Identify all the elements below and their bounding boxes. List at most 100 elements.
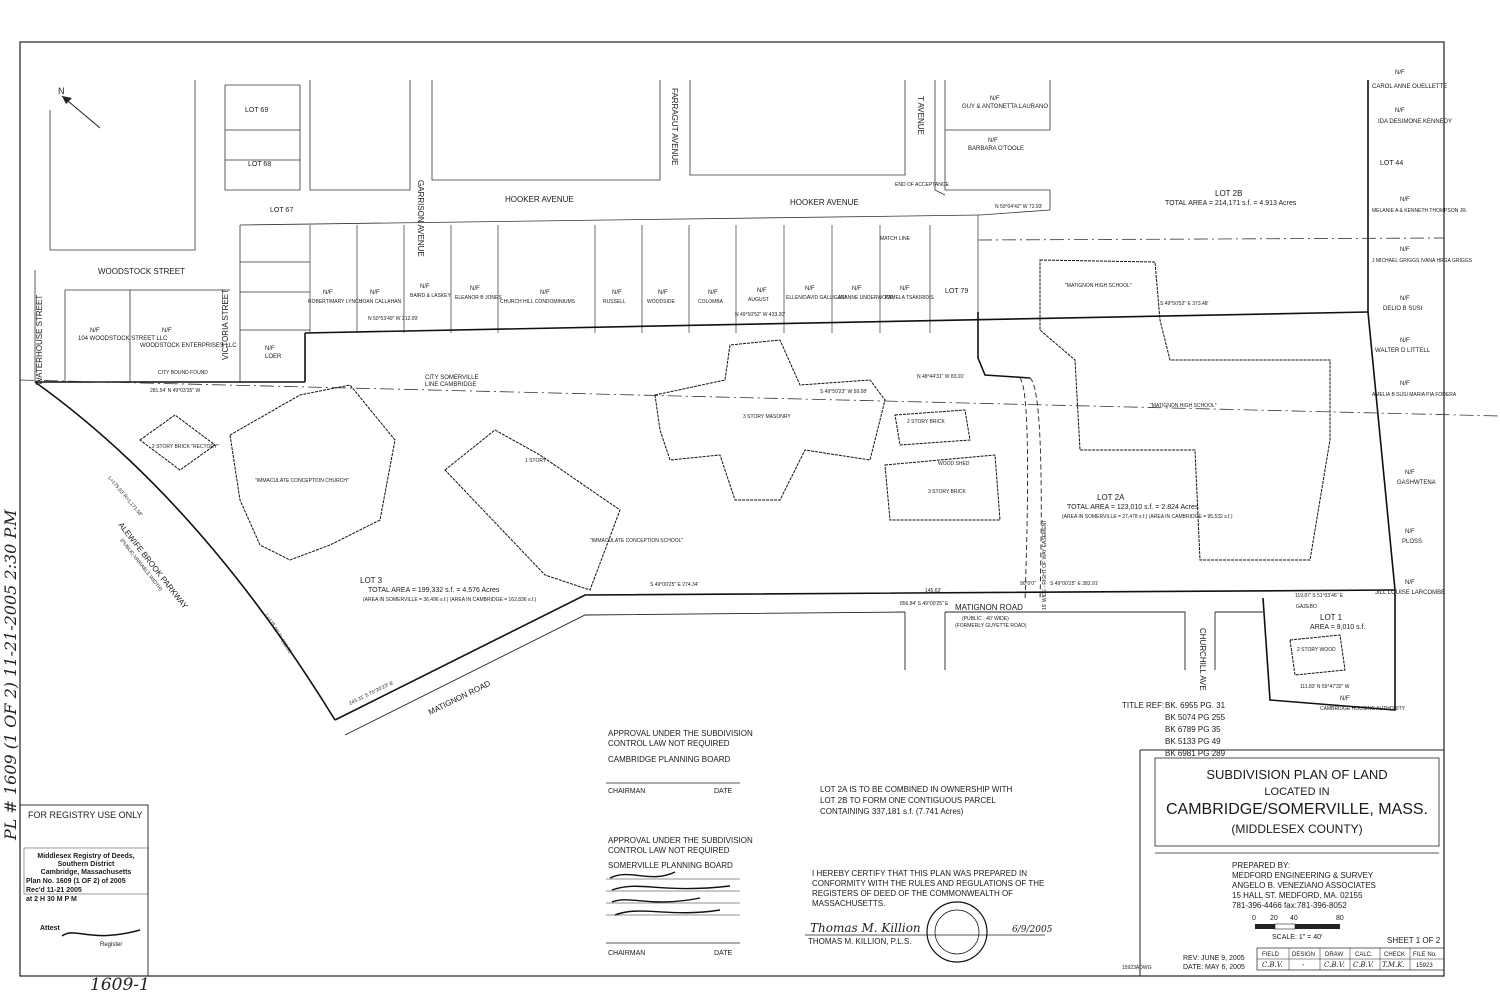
svg-text:N/F: N/F [1395,70,1405,76]
owner-griggs: J MICHAEL GRIGGS IVANA HRGA GRIGGS [1372,258,1473,264]
svg-text:at 2 H 30 M P M: at 2 H 30 M P M [26,896,77,903]
svg-text:Attest: Attest [40,925,61,932]
lot-67-label: LOT 67 [270,207,293,214]
lot-3-title: LOT 3 [360,576,383,585]
svg-text:N/F: N/F [988,138,998,144]
city-line-label-1: CITY SOMERVILLE [425,375,478,381]
matignon-hs-label-2: "MATIGNON HIGH SCHOOL" [1150,403,1217,409]
street-lines [34,80,1051,382]
margin-note-vertical: PL # 1609 (1 OF 2) 11-21-2005 2:30 P.M [1,509,20,841]
original-date: DATE: MAY 6, 2005 [1183,964,1245,971]
matignon-road-lines [344,377,1263,736]
scale-tick: 20 [1270,915,1278,922]
match-line-label: MATCH LINE [880,236,911,242]
bearing-label: N 50°53'49" W 212.09' [368,316,418,322]
svg-text:CONFORMITY WITH THE RULES AND: CONFORMITY WITH THE RULES AND REGULATION… [812,879,1044,888]
end-of-acceptance-label: END OF ACCEPTANCE [895,182,949,188]
north-arrow-icon: N [58,86,101,129]
lot-2b-title: LOT 2B [1215,189,1242,198]
svg-text:Rec'd 11-21 2005: Rec'd 11-21 2005 [26,887,82,894]
title-ref-line: BK. 6955 PG. 31 [1165,701,1226,710]
owner-underwood: JOANNE UNDERWOOD [838,295,894,301]
file-table-header: FILE No. [1413,952,1437,958]
title-line-1: SUBDIVISION PLAN OF LAND [1206,767,1387,782]
title-ref-line: BK 5133 PG 49 [1165,737,1221,746]
owner-gashwtena: GASHWTENA [1397,480,1436,486]
owner-delio-susi: DELIO B SUSI [1383,306,1423,312]
three-story-brick-label: 3 STORY BRICK [928,489,966,495]
surveyor-signature: Thomas M. Killion [810,921,921,935]
farragut-avenue-label: FARRAGUT AVENUE [670,88,679,166]
one-story-label: 1 STORY [525,458,547,464]
svg-text:N/F: N/F [1400,247,1410,253]
svg-text:REGISTERS OF DEED OF THE COMMO: REGISTERS OF DEED OF THE COMMONWEALTH OF [812,889,1013,898]
file-table: FIELD DESIGN DRAW CALC. CHECK FILE No. C… [1256,947,1445,971]
svg-text:N/F: N/F [265,346,275,352]
file-table-cell: - [1302,961,1305,969]
register-signature [61,929,141,937]
bearing-label: 281.54' N 49°03'35" W [150,388,200,394]
lot-3-split: (AREA IN SOMERVILLE = 36,496 s.f.) (AREA… [363,597,537,603]
svg-text:N/F: N/F [1340,696,1350,702]
svg-text:N/F: N/F [470,286,480,292]
svg-text:APPROVAL UNDER THE SUBDIVISION: APPROVAL UNDER THE SUBDIVISION [608,836,753,845]
svg-text:SOMERVILLE PLANNING BOARD: SOMERVILLE PLANNING BOARD [608,861,733,870]
svg-text:N/F: N/F [1400,381,1410,387]
bearing-label: N 48°44'31" W 83.91' [917,374,964,380]
owner-ploss: PLOSS [1402,539,1422,545]
city-line-label-2: LINE CAMBRIDGE [425,382,476,388]
svg-text:N/F: N/F [1405,580,1415,586]
sheet-number: SHEET 1 OF 2 [1387,936,1441,945]
svg-text:CONTAINING 337,181 s.f. (7.741: CONTAINING 337,181 s.f. (7.741 Acres) [820,807,964,816]
file-table-header: DESIGN [1292,952,1315,958]
file-table-cell: C.B.V. [1353,961,1374,969]
svg-text:N/F: N/F [990,96,1000,102]
property-boundary [34,80,1396,721]
bearing-label: 145.63' [925,588,941,594]
title-ref-line: BK 5074 PG 255 [1165,713,1226,722]
bearing-label: L=175.06' R=696.55' [263,613,293,655]
bearing-label: 856.84' S 49°00'25" E [900,601,949,607]
owner-labels: N/F 104 WOODSTOCK STREET LLC N/F WOODSTO… [78,70,1473,712]
owner-104-woodstock: 104 WOODSTOCK STREET LLC [78,336,168,342]
svg-text:N/F: N/F [90,328,100,334]
wood-shed-label: WOOD SHED [938,461,970,467]
matignon-hs-label-1: "MATIGNON HIGH SCHOOL" [1065,283,1132,289]
title-ref-line: BK 6789 PG 35 [1165,725,1221,734]
svg-text:I HEREBY CERTIFY THAT THIS PLA: I HEREBY CERTIFY THAT THIS PLAN WAS PREP… [812,869,1027,878]
svg-text:MASSACHUSETTS.: MASSACHUSETTS. [812,899,885,908]
gazebo-label: GAZEBO [1296,604,1317,610]
street-labels: WOODSTOCK STREET WATERHOUSE STREET VICTO… [35,88,1207,717]
bearing-label: 90°0'0" [1020,581,1036,587]
match-line [977,237,1445,241]
surveyor-certification: I HEREBY CERTIFY THAT THIS PLAN WAS PREP… [805,869,1053,963]
owner-woodstock-enterprises: WOODSTOCK ENTERPRISES LLC [140,343,237,349]
file-table-header: DRAW [1325,952,1343,958]
surveyor-seal-icon [926,901,988,963]
svg-text:Register: Register [100,942,122,948]
owner-lynch: ROBERT/MARY LYNCH [308,299,363,305]
lot-area-labels: LOT 2B TOTAL AREA = 214,171 s.f. = 4.913… [360,189,1366,631]
title-references: TITLE REF: BK. 6955 PG. 31 BK 5074 PG 25… [1122,701,1226,758]
title-line-4: (MIDDLESEX COUNTY) [1231,822,1362,836]
lot-3-area: TOTAL AREA = 199,332 s.f. = 4.576 Acres [368,587,500,594]
lot-labels: LOT 69 LOT 68 LOT 67 LOT 79 LOT 44 [245,107,1403,295]
file-table-cell: C.B.V. [1262,961,1283,969]
svg-text:DATE: DATE [714,788,732,795]
owner-baird-laskey: BAIRD & LASKEY [410,293,452,299]
title-ref-line: BK 6981 PG 289 [1165,749,1226,758]
bearing-labels: N 50°53'49" W 212.09' N 49°50'52" W 433.… [106,204,1349,707]
lot-2b-area: TOTAL AREA = 214,171 s.f. = 4.913 Acres [1165,200,1297,207]
svg-text:N/F: N/F [805,286,815,292]
owner-russell: RUSSELL [603,299,626,305]
owner-laurano: GUY & ANTONETTA LAURANO [962,104,1048,110]
file-table-cell: T.M.K. [1382,961,1405,969]
lot-2a-title: LOT 2A [1097,493,1125,502]
owner-larcombe: JILL LOUISE LARCOMBE [1375,590,1445,596]
planning-board-signatures [609,871,731,916]
owner-kennedy: IDA DESIMONE KENNEDY [1378,119,1452,125]
two-story-wood-label: 2 STORY WOOD [1297,647,1336,653]
svg-text:N/F: N/F [1395,108,1405,114]
lot-68-label: LOT 68 [248,161,271,168]
lot-2a-area: TOTAL AREA = 123,010 s.f. = 2.824 Acres [1067,504,1199,511]
